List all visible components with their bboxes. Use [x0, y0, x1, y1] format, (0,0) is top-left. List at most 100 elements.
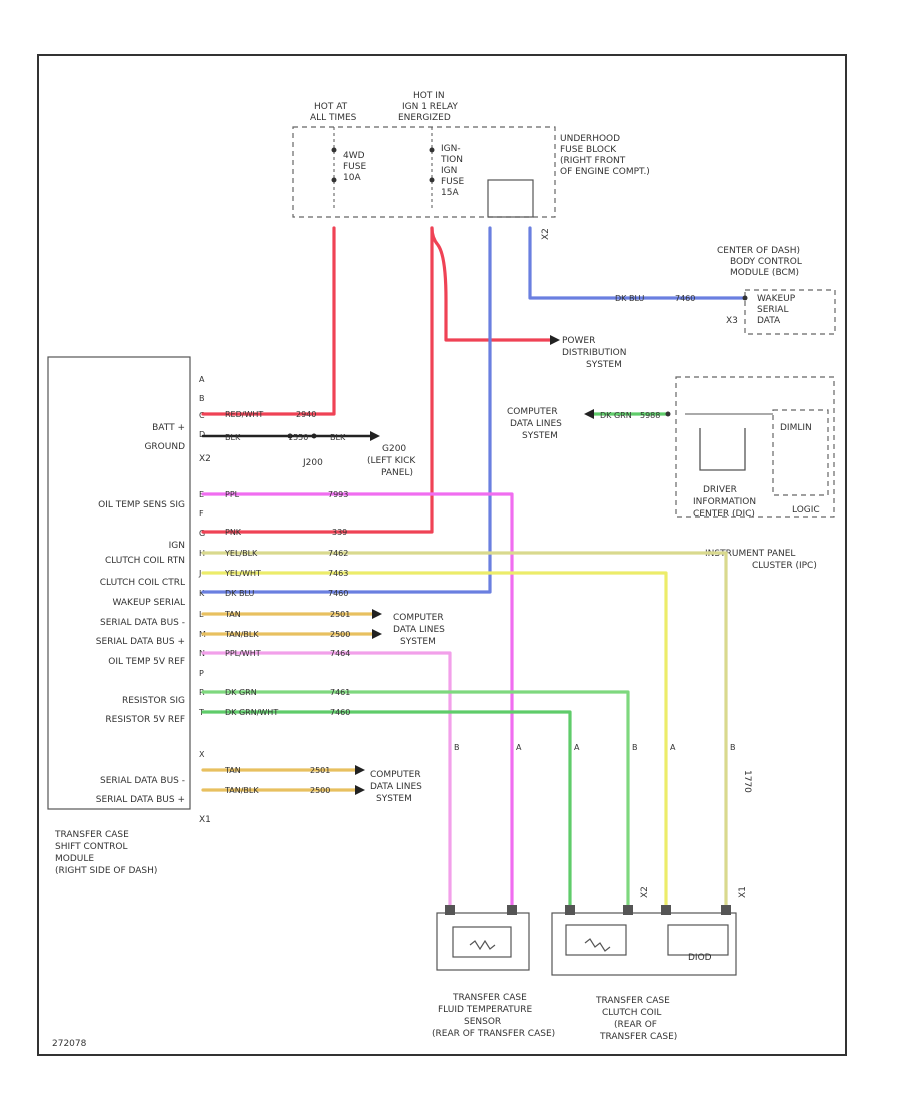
fuse2-label-3: IGN	[441, 166, 457, 176]
wire-label-sdb_plus_circuit: 2500	[310, 786, 330, 795]
wire-label-sdb_minus_circuit: 2501	[310, 766, 330, 775]
module-pin-K: K	[199, 589, 205, 598]
res-5v-ref-wire	[201, 710, 572, 912]
bcm-pin-3: DATA	[757, 316, 781, 326]
coil-pin-b-terminal	[721, 905, 731, 915]
computer-data-1-line1: COMPUTER	[507, 407, 558, 417]
module-pin-P: P	[199, 669, 204, 678]
module-pin-A: A	[199, 375, 205, 384]
wire-label-sdb_plus: TAN/BLK	[224, 630, 259, 639]
wire-label-wakeup_circuit: 7460	[328, 589, 348, 598]
coil-resistor-icon	[584, 938, 611, 952]
ground-location-2: PANEL)	[381, 468, 413, 478]
ipc-dimlin: DIMLIN	[780, 423, 812, 433]
module-label-5: CLUTCH COIL CTRL	[100, 578, 185, 588]
module-label-3: IGN	[169, 541, 185, 551]
module-label-12: SERIAL DATA BUS -	[100, 776, 185, 786]
underhood-fuse-block	[292, 126, 556, 218]
wire-label-res_sig_circuit: 7461	[330, 688, 350, 697]
hot-in-ign-line2: IGN 1 RELAY	[402, 102, 458, 112]
sensor-name-3: SENSOR	[464, 1017, 501, 1027]
clutch-pin-a-terminal	[565, 905, 575, 915]
wire-label-oil5v: PPL/WHT	[225, 649, 261, 658]
wire-label-res5v: DK GRN/WHT	[225, 708, 278, 717]
batt-wire	[201, 226, 336, 416]
coil-pin-a: A	[670, 743, 676, 752]
wire-label-res_sig: DK GRN	[225, 688, 257, 697]
power-dist-2: DISTRIBUTION	[562, 348, 626, 358]
wire-label-ipc_wire: DK GRN	[600, 411, 632, 420]
module-name-4: (RIGHT SIDE OF DASH)	[55, 866, 157, 876]
sensor-name-4: (REAR OF TRANSFER CASE)	[432, 1029, 555, 1039]
module-label-0: BATT +	[152, 423, 185, 433]
fuse1-dot-top	[331, 147, 337, 153]
ipc-logic-box	[772, 409, 829, 496]
ipc-data-arrow	[584, 409, 594, 419]
sensor-name-1: TRANSFER CASE	[452, 993, 527, 1003]
module-pin-D: D	[199, 430, 205, 439]
fuse-block-name-1: UNDERHOOD	[560, 134, 620, 144]
bcm-pin-2: SERIAL	[757, 305, 788, 315]
power-dist-3: SYSTEM	[586, 360, 622, 370]
clutch-name-3: (REAR OF	[614, 1020, 657, 1030]
power-dist-arrow	[550, 335, 560, 345]
wire-label-batt: RED/WHT	[225, 410, 263, 419]
clutch-connector-x1: X1	[738, 886, 748, 898]
clutch-ctrl-wire	[201, 571, 668, 912]
clutch-name-4: TRANSFER CASE)	[599, 1032, 677, 1042]
power-dist-1: POWER	[562, 336, 595, 346]
wire-label-bcm_circuit: 7460	[675, 294, 695, 303]
computer-data-1-line2: DATA LINES	[510, 419, 562, 429]
wire-label-oil5v_circuit: 7464	[330, 649, 350, 658]
thermistor-icon	[469, 939, 496, 951]
ground-splice-dot-2	[311, 433, 317, 439]
module-pin-T: T	[198, 708, 204, 717]
fluid-temp-sensor-inner	[452, 926, 512, 958]
clutch-rtn-wire	[201, 551, 728, 912]
hot-at-all-times-line2: ALL TIMES	[310, 113, 357, 123]
module-name-2: SHIFT CONTROL	[55, 842, 127, 852]
module-label-7: SERIAL DATA BUS -	[100, 618, 185, 628]
oil-temp-sig-wire	[201, 492, 514, 912]
module-label-13: SERIAL DATA BUS +	[96, 795, 185, 805]
ipc-box	[675, 376, 835, 518]
wire-label-gnd: BLK	[225, 433, 241, 442]
wire-label-res5v_circuit: 7460	[330, 708, 350, 717]
wire-label-sdb_minus: TAN	[224, 766, 241, 775]
hot-in-ign-line3: ENERGIZED	[398, 113, 451, 123]
wire-label-sdb_minus: TAN	[224, 610, 241, 619]
module-connector-x1: X1	[199, 815, 211, 825]
clutch-pin-b-terminal	[623, 905, 633, 915]
ground-location-1: (LEFT KICK	[367, 456, 416, 466]
bcm-name-2: BODY CONTROL	[730, 257, 802, 267]
module-name-1: TRANSFER CASE	[54, 830, 129, 840]
fuse1-label-1: 4WD	[343, 151, 365, 161]
computer-data-2-line1: COMPUTER	[393, 613, 444, 623]
ipc-name-1: INSTRUMENT PANEL	[705, 549, 795, 559]
bcm-name-1: CENTER OF DASH)	[717, 246, 800, 256]
clutch-resistor-inner	[565, 924, 627, 956]
bcm-connector: X3	[726, 316, 738, 326]
oil-5v-ref-wire	[201, 651, 452, 912]
module-pin-X: X	[199, 750, 205, 759]
wire-label-clutch_ctrl_circuit: 7463	[328, 569, 348, 578]
fluid-temp-sensor-box	[436, 912, 530, 971]
wire-label-sdb_plus: TAN/BLK	[224, 786, 259, 795]
shift-control-module	[47, 356, 191, 810]
fuse1-dot-bottom	[331, 177, 337, 183]
wire-label-oil_sig: PPL	[225, 490, 240, 499]
computer-data-1-line3: SYSTEM	[522, 431, 558, 441]
wire-label-gnd_circuit: 1550	[288, 433, 308, 442]
dic-display	[699, 428, 746, 471]
module-name-3: MODULE	[55, 854, 94, 864]
fuse-block-name-3: (RIGHT FRONT	[560, 156, 626, 166]
module-pin-B: B	[199, 394, 205, 403]
fuse1-label-2: FUSE	[343, 162, 366, 172]
clutch-name-2: CLUTCH COIL	[602, 1008, 661, 1018]
wire-label-oil_sig_circuit: 7993	[328, 490, 348, 499]
ipc-data-dot	[665, 411, 671, 417]
